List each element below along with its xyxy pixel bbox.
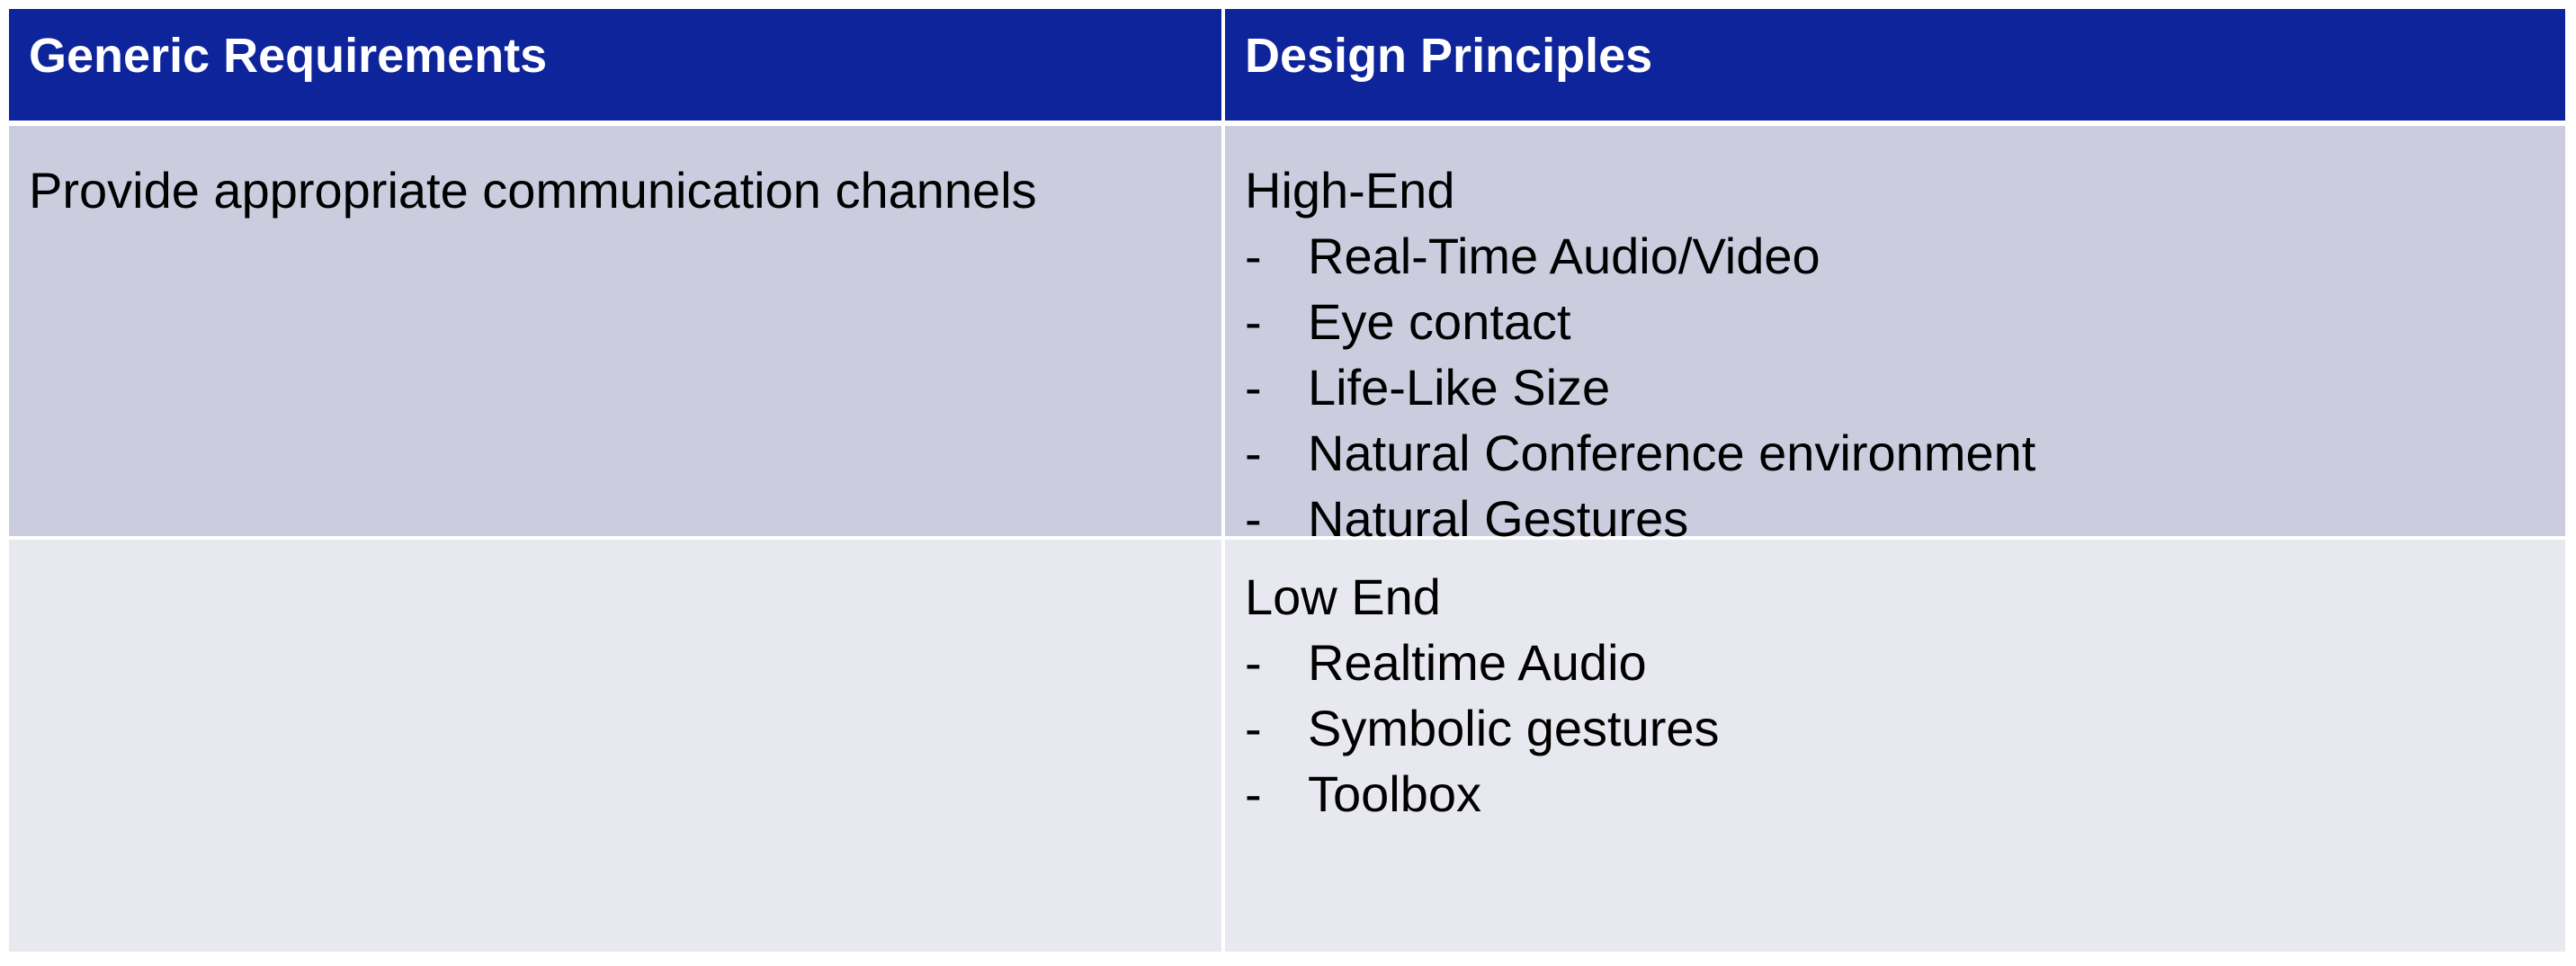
list-item: -Symbolic gestures xyxy=(1245,695,2565,761)
list-item: -Natural Conference environment xyxy=(1245,420,2565,486)
list-item: -Toolbox xyxy=(1245,761,2565,827)
row2-principles-cell: Low End -Realtime Audio -Symbolic gestur… xyxy=(1225,540,2565,952)
header-design-principles: Design Principles xyxy=(1225,9,2565,121)
bullet-dash: - xyxy=(1245,700,1262,756)
bullet-dash: - xyxy=(1245,765,1262,822)
list-item: -Life-Like Size xyxy=(1245,354,2565,420)
row2-requirement-cell xyxy=(9,540,1221,952)
header-label: Design Principles xyxy=(1245,29,1653,83)
requirement-text: Provide appropriate communication channe… xyxy=(29,162,1037,219)
row1-requirement-cell: Provide appropriate communication channe… xyxy=(9,126,1221,536)
principle-item: Symbolic gestures xyxy=(1308,700,1720,756)
list-item: -Realtime Audio xyxy=(1245,630,2565,695)
principle-item: Toolbox xyxy=(1308,765,1482,822)
principle-title: High-End xyxy=(1245,162,1455,219)
principle-title: Low End xyxy=(1245,568,1441,625)
principle-item: Natural Conference environment xyxy=(1308,425,2036,481)
principle-item: Eye contact xyxy=(1308,293,1571,350)
principle-item: Natural Gestures xyxy=(1308,490,1689,547)
list-item: -Real-Time Audio/Video xyxy=(1245,223,2565,289)
bullet-dash: - xyxy=(1245,490,1262,547)
header-label: Generic Requirements xyxy=(29,29,548,83)
list-item: -Eye contact xyxy=(1245,289,2565,354)
bullet-dash: - xyxy=(1245,228,1262,284)
principle-item: Realtime Audio xyxy=(1308,634,1647,691)
principle-list: -Real-Time Audio/Video -Eye contact -Lif… xyxy=(1245,223,2565,551)
principle-list: -Realtime Audio -Symbolic gestures -Tool… xyxy=(1245,630,2565,827)
header-generic-requirements: Generic Requirements xyxy=(9,9,1221,121)
row1-principles-cell: High-End -Real-Time Audio/Video -Eye con… xyxy=(1225,126,2565,547)
bullet-dash: - xyxy=(1245,634,1262,691)
bullet-dash: - xyxy=(1245,359,1262,416)
requirements-table: Generic Requirements Design Principles P… xyxy=(9,9,2565,952)
bullet-dash: - xyxy=(1245,293,1262,350)
principle-item: Life-Like Size xyxy=(1308,359,1611,416)
bullet-dash: - xyxy=(1245,425,1262,481)
list-item: -Natural Gestures xyxy=(1245,486,2565,551)
principle-item: Real-Time Audio/Video xyxy=(1308,228,1820,284)
